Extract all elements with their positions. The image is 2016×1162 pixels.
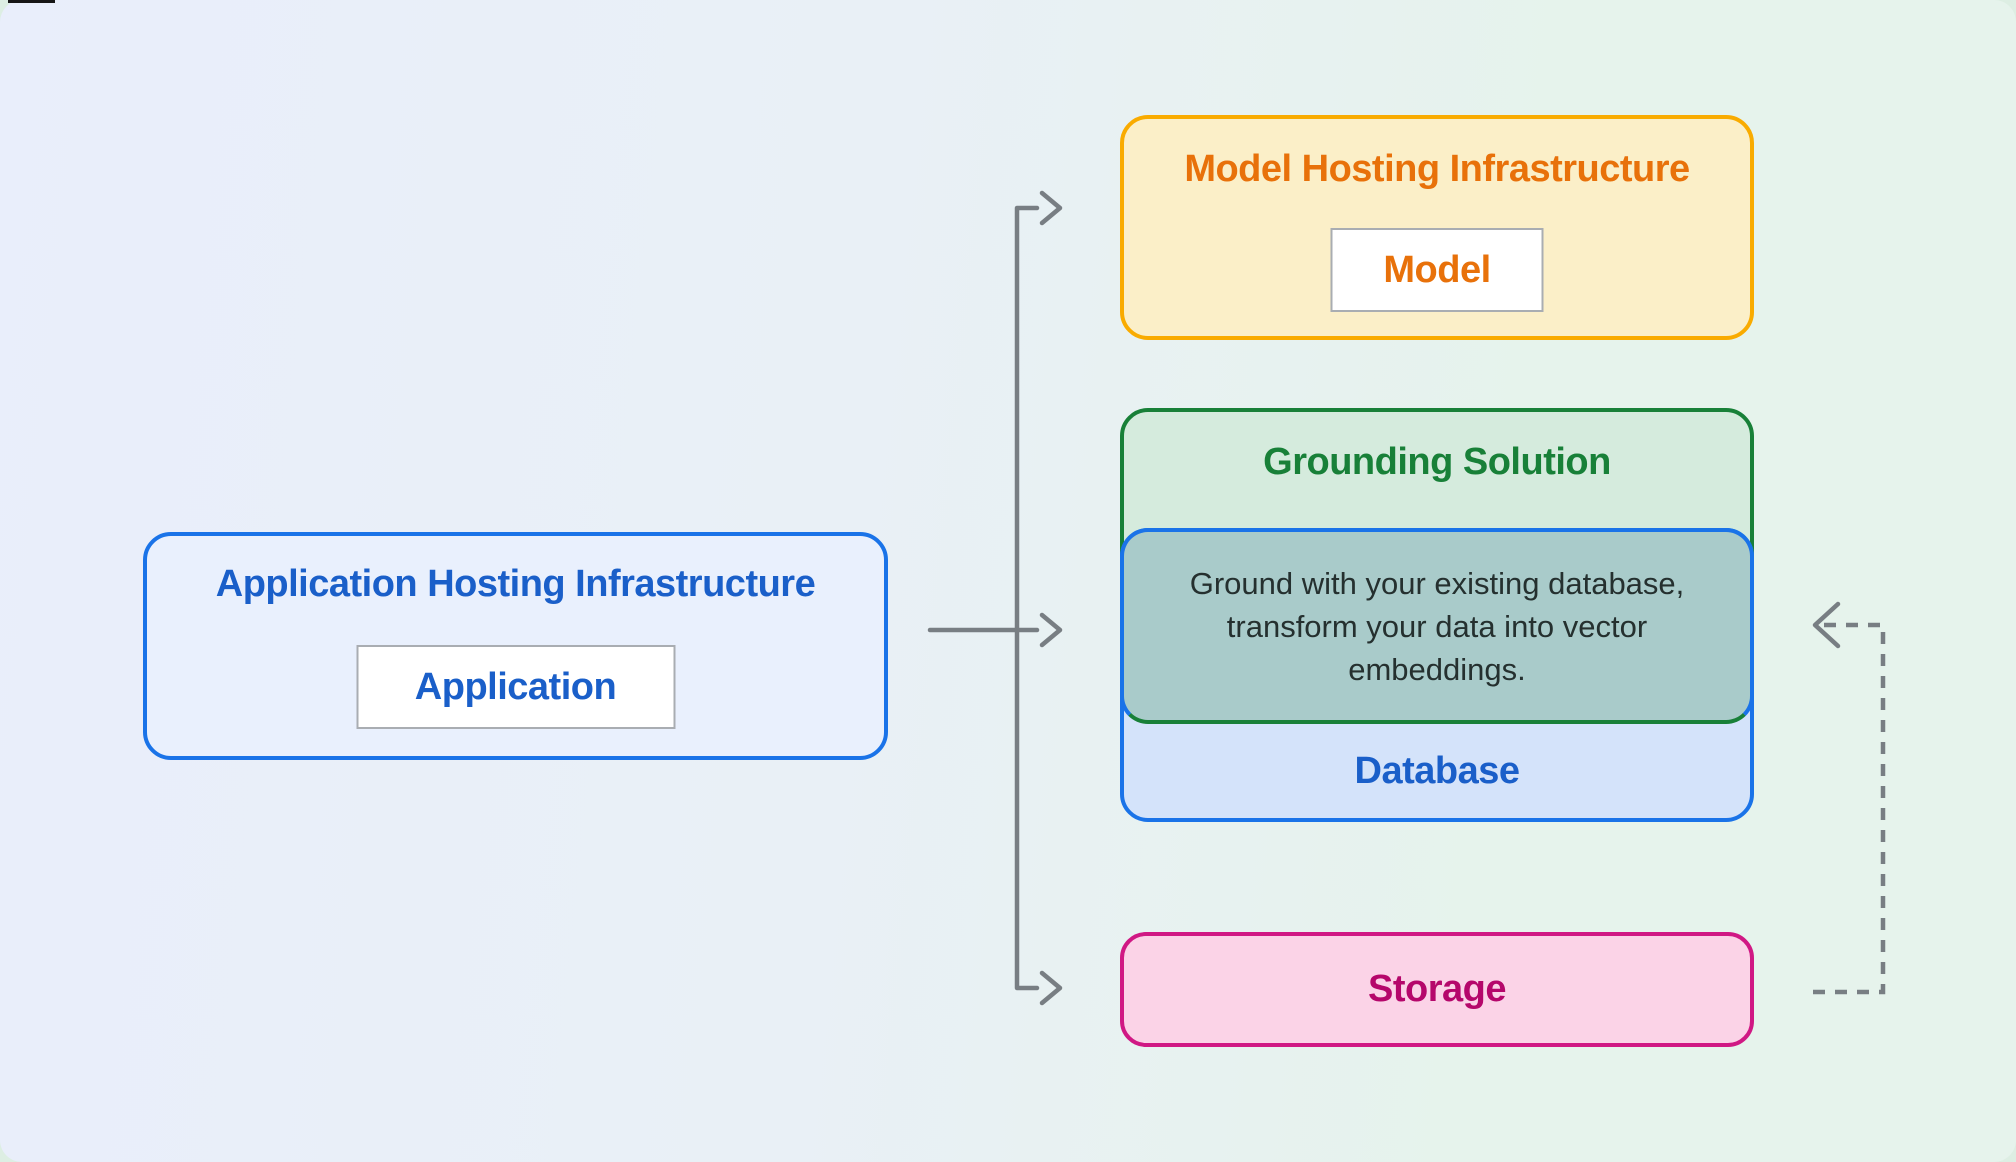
application-hosting-title: Application Hosting Infrastructure bbox=[215, 563, 816, 605]
grounding-description-text: Ground with your existing database, tran… bbox=[1189, 565, 1685, 687]
grounding-solution-title: Grounding Solution bbox=[1263, 441, 1611, 483]
storage-label: Storage bbox=[1368, 968, 1506, 1010]
top-left-artifact-bar bbox=[8, 0, 55, 3]
database-label: Database bbox=[1354, 749, 1520, 792]
model-chip: Model bbox=[1330, 228, 1544, 312]
application-hosting-box: Application Hosting Infrastructure Appli… bbox=[143, 532, 888, 760]
model-hosting-title: Model Hosting Infrastructure bbox=[1184, 148, 1690, 190]
model-hosting-box: Model Hosting Infrastructure Model bbox=[1120, 115, 1754, 340]
grounding-description-box: Ground with your existing database, tran… bbox=[1120, 528, 1754, 724]
storage-box: Storage bbox=[1120, 932, 1754, 1047]
application-chip: Application bbox=[356, 645, 675, 729]
